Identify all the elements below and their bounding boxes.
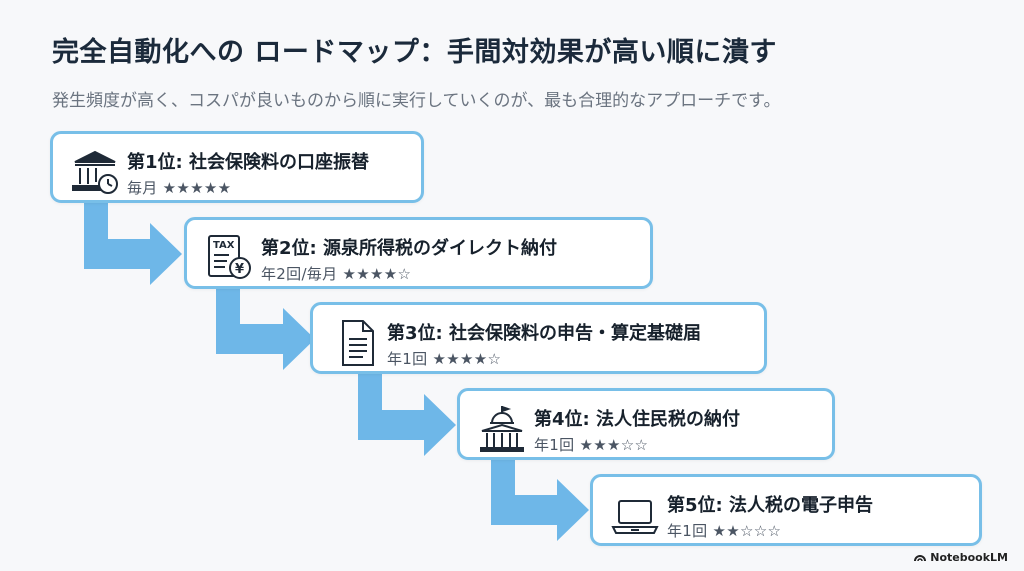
bank-clock-icon	[69, 146, 121, 198]
step-card-1: 第1位: 社会保険料の口座振替 毎月 ★★★★★	[50, 131, 424, 203]
step-1-rating: 毎月 ★★★★★	[127, 179, 232, 197]
step-5-rating: 年1回 ★★☆☆☆	[667, 522, 782, 540]
step-card-5: 第5位: 法人税の電子申告 年1回 ★★☆☆☆	[590, 474, 982, 546]
arrow-2-to-3	[216, 288, 315, 370]
step-card-2: TAX ¥ 第2位: 源泉所得税のダイレクト納付 年2回/毎月 ★★★★☆	[184, 217, 653, 289]
government-building-icon	[476, 403, 528, 455]
page-title: 完全自動化への ロードマップ：手間対効果が高い順に潰す	[52, 37, 777, 68]
arrow-1-to-2	[84, 203, 182, 285]
page-subtitle: 発生頻度が高く、コスパが良いものから順に実行していくのが、最も合理的なアプローチ…	[52, 91, 781, 111]
brand-watermark: NotebookLM	[914, 551, 1008, 565]
step-5-label: 第5位: 法人税の電子申告	[667, 495, 873, 516]
step-card-4: 第4位: 法人住民税の納付 年1回 ★★★☆☆	[457, 388, 835, 460]
step-4-rating: 年1回 ★★★☆☆	[534, 436, 649, 454]
step-card-3: 第3位: 社会保険料の申告・算定基礎届 年1回 ★★★★☆	[310, 302, 767, 374]
step-2-label: 第2位: 源泉所得税のダイレクト納付	[261, 238, 557, 259]
arrow-3-to-4	[358, 374, 456, 456]
svg-text:TAX: TAX	[213, 240, 235, 251]
step-4-label: 第4位: 法人住民税の納付	[534, 409, 740, 430]
step-3-label: 第3位: 社会保険料の申告・算定基礎届	[387, 323, 701, 344]
laptop-icon	[609, 489, 661, 541]
document-icon	[333, 317, 385, 369]
step-1-label: 第1位: 社会保険料の口座振替	[127, 152, 369, 173]
svg-text:¥: ¥	[235, 262, 244, 277]
step-3-rating: 年1回 ★★★★☆	[387, 350, 502, 368]
tax-yen-icon: TAX ¥	[203, 232, 255, 284]
brand-label: NotebookLM	[930, 551, 1008, 564]
step-2-rating: 年2回/毎月 ★★★★☆	[261, 265, 412, 283]
arrow-4-to-5	[491, 459, 589, 541]
notebooklm-logo-icon	[914, 552, 927, 565]
